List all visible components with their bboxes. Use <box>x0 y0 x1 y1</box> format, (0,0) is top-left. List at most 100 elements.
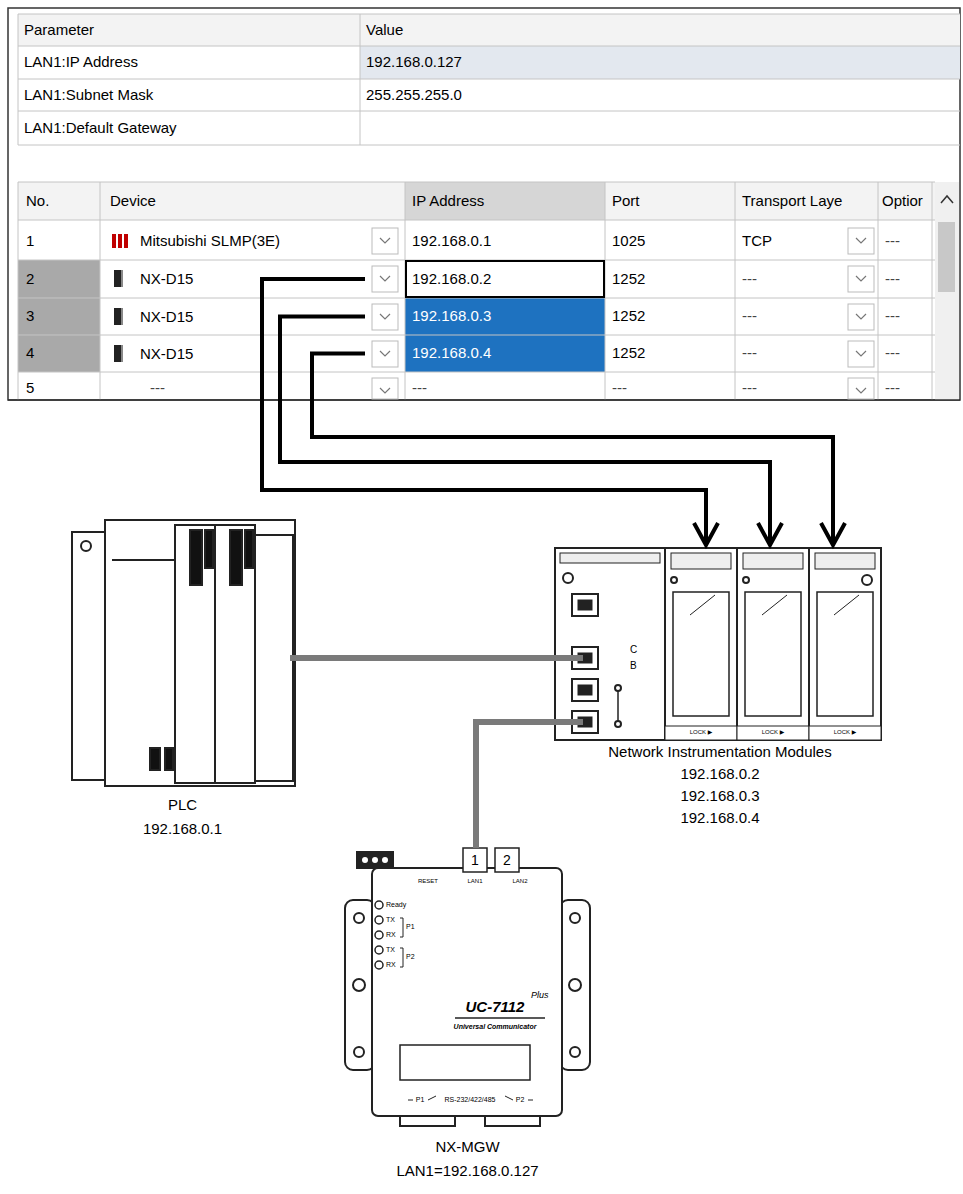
table-cell: 3 <box>26 307 34 325</box>
gateway-illustration <box>570 1047 580 1057</box>
software-table <box>8 399 960 401</box>
module-rack-illustration <box>737 726 809 740</box>
software-table <box>18 260 100 372</box>
dropdown-chevron <box>380 351 390 356</box>
network-cable <box>476 722 545 845</box>
module-rack-illustration <box>560 553 660 563</box>
device-name: NX-D15 <box>140 335 193 372</box>
software-table <box>941 196 953 203</box>
table-cell: --- <box>150 379 165 397</box>
lock-mark: LOCK ▶ <box>762 729 785 736</box>
gateway-illustration <box>455 1017 545 1019</box>
software-table <box>112 234 128 248</box>
table-cell: 1025 <box>612 232 645 250</box>
model-name: Plus <box>531 990 549 1001</box>
dropdown-chevron <box>380 388 390 393</box>
plc-illustration <box>230 530 242 585</box>
module-rack-illustration <box>617 690 619 722</box>
table-cell: 5 <box>26 379 34 397</box>
gateway-illustration <box>372 857 378 863</box>
table-cell: 192.168.0.1 <box>412 232 491 250</box>
device-icon <box>114 270 123 287</box>
device-print: RS-232/422/485 <box>445 1096 496 1104</box>
software-table <box>18 182 935 183</box>
gateway-illustration <box>463 848 487 872</box>
module-rack-illustration <box>578 600 592 610</box>
led-label: RX <box>386 961 396 969</box>
software-table <box>8 8 960 400</box>
module-rack-illustration <box>809 726 881 740</box>
ip-address: 192.168.0.1 <box>60 820 305 838</box>
lock-mark: LOCK ▶ <box>834 729 857 736</box>
module-rack-illustration <box>572 594 598 616</box>
gateway-illustration <box>353 979 365 991</box>
gateway-illustration <box>345 848 590 1126</box>
table-cell: 4 <box>26 344 34 362</box>
table-cell: TCP <box>742 232 772 250</box>
table-cell: 1252 <box>612 270 645 288</box>
dropdown-button <box>372 228 398 254</box>
ip-address: 192.168.0.3 <box>545 787 895 805</box>
gateway-illustration <box>345 900 375 1070</box>
column-header: Parameter <box>24 21 94 39</box>
gateway-illustration <box>375 931 383 939</box>
dropdown-chevron <box>856 276 866 281</box>
plc-illustration <box>205 530 213 568</box>
device-print: LAN2 <box>512 878 527 885</box>
table-cell: 192.168.0.2 <box>412 270 491 288</box>
module-rack-illustration <box>555 548 665 740</box>
table-cell: --- <box>612 379 627 397</box>
device-cell: NX-D15 <box>108 260 365 298</box>
connector-line <box>262 279 706 545</box>
module-rack-illustration <box>817 592 873 716</box>
plc-illustration <box>255 535 293 781</box>
module-rack-illustration <box>745 592 801 716</box>
dropdown-button <box>848 266 874 292</box>
gateway-illustration <box>400 1116 455 1126</box>
dropdown-button <box>372 266 398 292</box>
column-header: Transport Laye <box>742 192 842 210</box>
node-title: PLC <box>60 796 305 814</box>
software-table <box>100 182 101 400</box>
gateway-illustration <box>375 901 383 909</box>
table-cell: --- <box>742 307 757 325</box>
dropdown-button <box>372 378 398 399</box>
software-table <box>18 14 19 145</box>
software-table <box>938 222 955 292</box>
software-table <box>18 220 935 221</box>
dropdown-chevron <box>856 351 866 356</box>
module-rack-illustration <box>737 548 809 740</box>
gateway-illustration <box>375 946 383 954</box>
device-cell: NX-D15 <box>108 298 365 335</box>
module-rack-illustration <box>572 679 598 701</box>
software-table <box>18 182 935 400</box>
plc-illustration <box>81 541 91 551</box>
gateway-illustration <box>375 916 383 924</box>
gateway-illustration <box>362 857 368 863</box>
assignment-line <box>312 354 845 546</box>
device-print: LAN1 <box>467 878 482 885</box>
table-cell: LAN1:Subnet Mask <box>24 86 153 104</box>
plc-illustration <box>190 530 202 585</box>
software-table <box>360 14 361 145</box>
led-label: Ready <box>386 901 406 909</box>
column-header: Device <box>110 192 156 210</box>
module-rack-illustration <box>834 595 859 615</box>
module-rack-illustration <box>815 553 875 569</box>
dropdown-button <box>848 341 874 367</box>
software-table <box>18 14 960 15</box>
table-cell: --- <box>885 270 900 288</box>
module-rack-illustration <box>665 548 737 740</box>
software-table <box>878 182 879 400</box>
dropdown-chevron <box>856 238 866 243</box>
callout-number: 1 <box>471 852 479 869</box>
column-header: No. <box>26 192 49 210</box>
module-rack-illustration <box>743 553 803 569</box>
port-label: P2 <box>406 953 415 961</box>
device-print: Universal Communicator <box>454 1023 537 1031</box>
port-label: C <box>630 644 637 656</box>
gateway-illustration <box>495 848 519 872</box>
gateway-illustration <box>569 979 581 991</box>
table-cell: 2 <box>26 270 34 288</box>
dropdown-chevron <box>856 388 866 393</box>
